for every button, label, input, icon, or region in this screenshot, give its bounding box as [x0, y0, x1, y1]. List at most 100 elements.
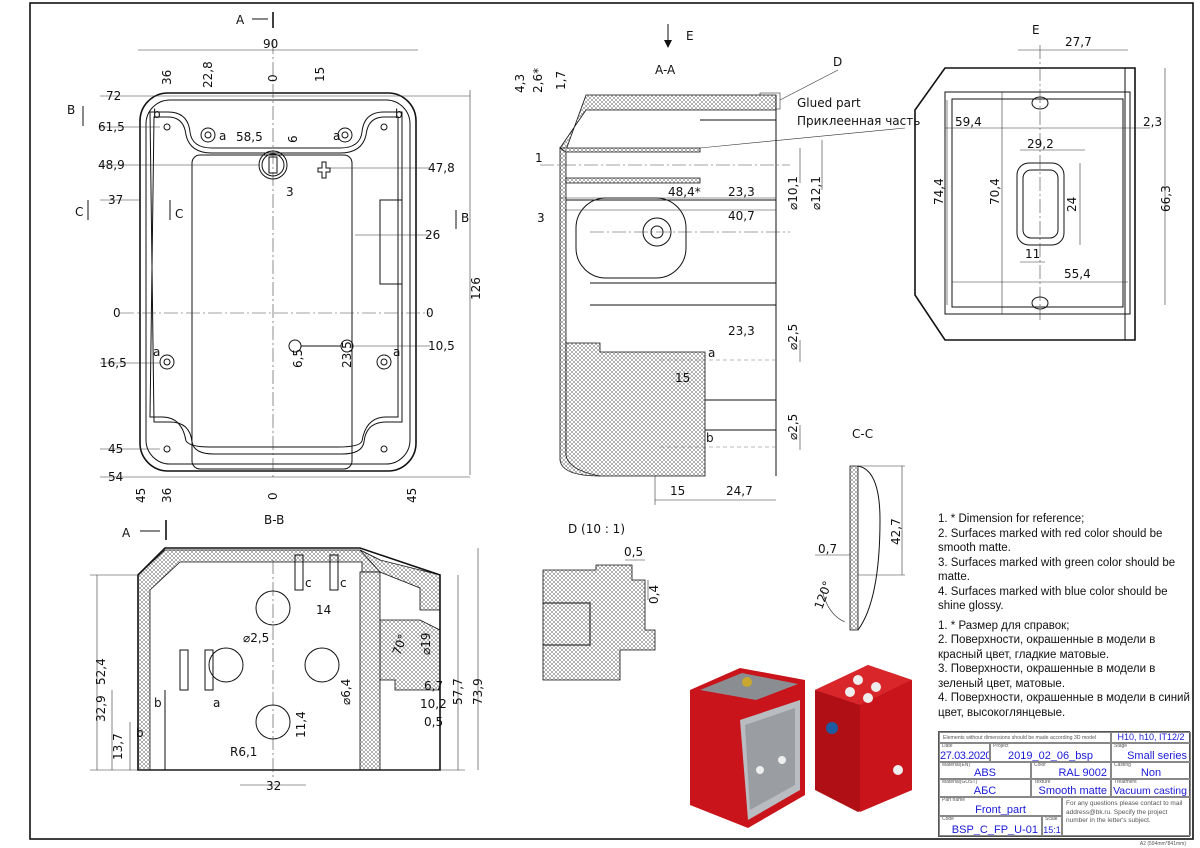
section-title: C-C — [852, 427, 873, 441]
dim: 45 — [405, 488, 419, 503]
material-en-value: ABS — [973, 767, 996, 779]
detail-d: D (10 : 1) 0,5 0,4 — [542, 522, 661, 681]
dim: 37 — [108, 193, 123, 207]
dim: 54 — [108, 470, 123, 484]
color-value: RAL 9002 — [1058, 767, 1107, 779]
stage-value: Small series — [1127, 750, 1187, 762]
treatment-value: Vacuum casting — [1113, 785, 1187, 797]
dim: 59,4 — [955, 115, 982, 129]
dim: 6,7 — [424, 679, 443, 693]
marker-a: a — [393, 345, 400, 359]
technical-notes: 1. * Dimension for reference; 2. Surface… — [938, 512, 1190, 720]
dim: 23,3 — [728, 185, 755, 199]
material-gost-label: Material(GOST) — [942, 779, 978, 785]
code-value: BSP_C_FP_U-01 — [951, 824, 1038, 836]
section-mark-a: A — [236, 13, 245, 27]
marker-a: a — [708, 346, 715, 360]
dim: 24 — [1065, 197, 1079, 212]
section-mark-c-right: C — [175, 207, 183, 221]
dim: 3 — [537, 211, 545, 225]
dim: 0,5 — [624, 545, 643, 559]
dim: 0,4 — [647, 585, 661, 604]
dim: 14 — [316, 603, 331, 617]
detail-title: D (10 : 1) — [568, 522, 625, 536]
dim: 26 — [425, 228, 440, 242]
dim: ⌀6,4 — [339, 679, 353, 705]
section-title: B-B — [264, 513, 284, 527]
dim: 6,5 — [291, 349, 305, 368]
dim: ⌀2,5 — [786, 414, 800, 440]
date-value: 27.03.2020 — [940, 750, 990, 762]
texture-label: Texture — [1034, 779, 1051, 785]
dim: 45 — [108, 442, 123, 456]
scale-value: 15:1 — [1043, 825, 1061, 835]
dim: 42,7 — [889, 518, 903, 545]
dim: 70° — [390, 632, 410, 657]
material-en-label: Material(EN) — [942, 762, 971, 768]
dim: 4,3 — [513, 74, 527, 93]
dim: 27,7 — [1065, 35, 1092, 49]
dim: 58,5 — [236, 130, 263, 144]
render-open-box — [690, 668, 805, 828]
dim: 57,7 — [451, 678, 465, 705]
sheet-frame — [29, 2, 1194, 840]
dim: 2,6* — [531, 68, 545, 93]
dim: 10,5 — [428, 339, 455, 353]
dim: 0 — [426, 306, 434, 320]
dim: ⌀2,5 — [786, 324, 800, 350]
project-value: 2019_02_06_bsp — [1007, 750, 1094, 762]
dim: 11,4 — [294, 711, 308, 738]
section-mark-c-left: C — [75, 205, 83, 219]
dim: 15 — [313, 67, 327, 82]
project-label: Project — [993, 743, 1009, 749]
note-en: 2. Surfaces marked with red color should… — [938, 527, 1163, 555]
dim: ⌀2,5 — [243, 631, 269, 645]
dim: 45 — [134, 488, 148, 503]
view-e: E 27,7 59,4 2,3 29,2 74,4 70,4 24 66,3 1… — [914, 23, 1173, 341]
dim: 0,5 — [424, 715, 443, 729]
date-label: Date — [942, 743, 953, 749]
dim: R6,1 — [230, 745, 257, 759]
front-view: A B B C C 90 36 22,8 0 15 72 61,5 58,5 6… — [67, 12, 483, 503]
section-mark-b-left: B — [67, 103, 75, 117]
note-en: 1. * Dimension for reference; — [938, 513, 1085, 525]
part-name-value: Front_part — [975, 804, 1026, 816]
note-ru: 1. * Размер для справок; — [938, 619, 1070, 632]
dim: 0 — [113, 306, 121, 320]
scale-label: Scale — [1045, 816, 1058, 822]
dim: 61,5 — [98, 120, 125, 134]
dim: 70,4 — [988, 178, 1002, 205]
title-block: Elements without dimensions should be ma… — [938, 731, 1191, 837]
dim: 48,9 — [98, 158, 125, 172]
marker-b: b — [136, 726, 144, 740]
marker-c: c — [340, 576, 347, 590]
dim: 48,4* — [668, 185, 701, 199]
marker-a: a — [219, 129, 226, 143]
dim: 6 — [286, 135, 300, 143]
marker-c: c — [305, 576, 312, 590]
casting-label: Casting — [1114, 762, 1131, 768]
tolerance: H10, h10, IT12/2 — [1117, 732, 1185, 742]
dim: 1 — [535, 151, 543, 165]
section-mark-b-right: B — [461, 211, 469, 225]
sheet-format: A2 (594mm*841mm) — [1139, 841, 1186, 847]
dim: 0 — [266, 492, 280, 500]
dim: ⌀10,1 — [786, 176, 800, 210]
dim: 74,4 — [932, 178, 946, 205]
dim: 2,3 — [1143, 115, 1162, 129]
section-a-a: E A-A D Glued part Приклеенная часть 4,3 — [513, 24, 920, 505]
dim: 66,3 — [1159, 185, 1173, 212]
dim: 23,5 — [340, 341, 354, 368]
view-arrow-e: E — [686, 29, 694, 43]
dim: 72 — [106, 89, 121, 103]
dim: 13,7 — [111, 733, 125, 760]
glued-part-label: Glued part — [797, 96, 861, 110]
dim: 29,2 — [1027, 137, 1054, 151]
dim: 3 — [286, 185, 294, 199]
dim: 52,4 — [94, 658, 108, 685]
dim: 15 — [675, 371, 690, 385]
logo-icon — [826, 722, 838, 734]
dim: 11 — [1025, 247, 1040, 261]
